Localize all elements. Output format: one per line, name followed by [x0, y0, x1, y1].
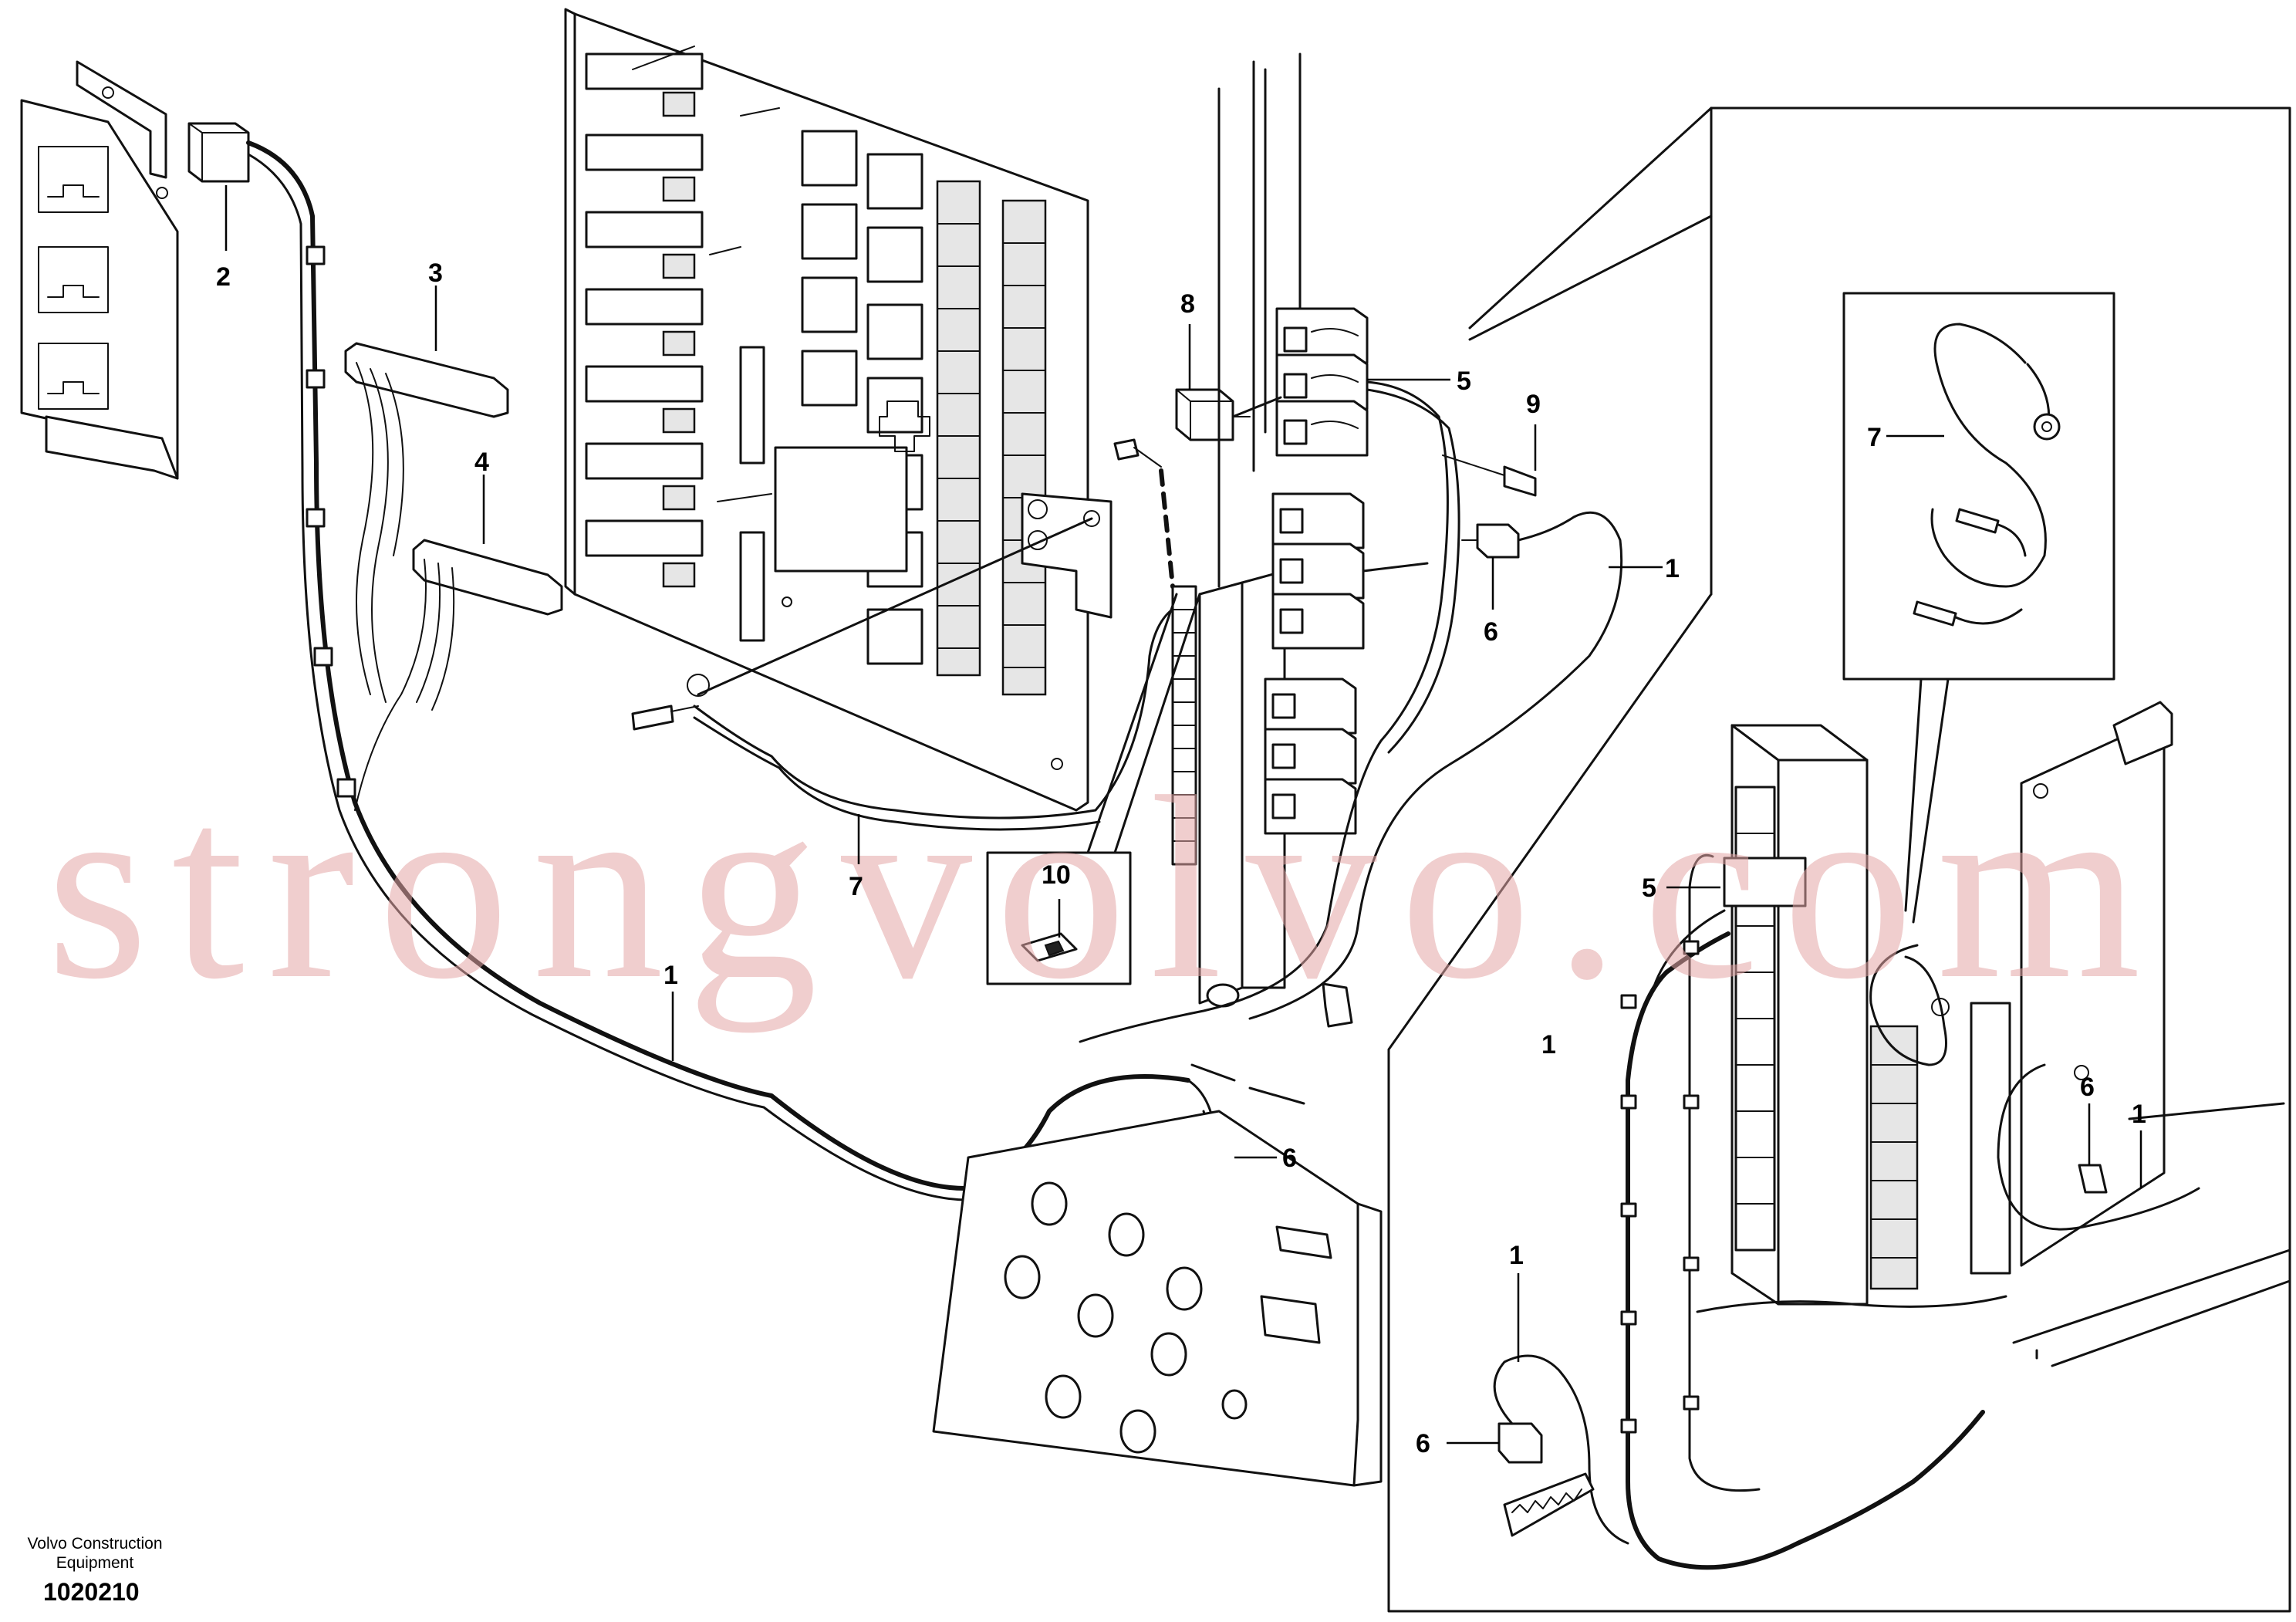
board-fuse-rows — [936, 180, 1047, 696]
ribbon-connector-3 — [344, 342, 509, 703]
fuse-holder-block-middle — [1271, 492, 1365, 650]
inset-harness — [1620, 854, 2285, 1570]
callout-5-upper: 5 — [1457, 367, 1471, 396]
callout-numbers: 2 3 4 8 5 9 1 6 7 10 1 6 7 5 1 6 1 1 6 — [216, 259, 2146, 1458]
callout-5-inset: 5 — [1642, 874, 1656, 903]
callout-7-inset: 7 — [1867, 423, 1882, 452]
callout-leaders — [225, 185, 2142, 1445]
connector-6-upper — [1248, 511, 1623, 1020]
callout-8: 8 — [1180, 289, 1195, 319]
callout-4: 4 — [474, 448, 489, 477]
callout-6-upper: 6 — [1484, 617, 1498, 647]
callout-2: 2 — [216, 262, 231, 292]
ground-bracket — [1021, 492, 1113, 619]
ribbon-connector-4 — [354, 539, 563, 811]
figure-number: 1020210 — [43, 1578, 140, 1606]
screw-9 — [1442, 454, 1537, 497]
inset-connector-6-left — [1493, 1354, 1629, 1545]
circuit-board — [564, 8, 1089, 812]
callout-1-inset-right: 1 — [2132, 1100, 2146, 1129]
callout-1-upper: 1 — [1665, 554, 1680, 583]
inset-board — [1869, 701, 2173, 1290]
callout-7-main: 7 — [849, 872, 863, 901]
detail-inset-large — [1387, 106, 2291, 1613]
publisher-line-2: Equipment — [56, 1554, 134, 1572]
callout-1-inset-left: 1 — [1509, 1241, 1524, 1270]
publisher-caption: Volvo Construction Equipment — [14, 1534, 176, 1573]
clip — [1322, 982, 1353, 1028]
inset-connector-6-right — [1997, 1063, 2200, 1231]
connector-2 — [187, 122, 250, 183]
watermark: strongvolvo.com — [46, 742, 2164, 1033]
board-relays-left — [585, 52, 704, 588]
callout-3: 3 — [428, 259, 443, 288]
callout-6-main: 6 — [1282, 1144, 1297, 1173]
inset-fuse-column — [1723, 724, 1869, 1306]
publisher-line-1: Volvo Construction — [27, 1535, 163, 1553]
callout-1-main: 1 — [663, 961, 678, 990]
fuse-holder-wires — [1079, 380, 1460, 1043]
mounting-bracket — [20, 60, 179, 480]
callout-1-inset-top: 1 — [1541, 1030, 1556, 1059]
rail-terminal-strip — [1171, 585, 1197, 866]
callout-9: 9 — [1526, 390, 1541, 419]
callout-6-inset-right: 6 — [2080, 1073, 2095, 1102]
callout-10: 10 — [1042, 860, 1071, 890]
instrument-panel — [932, 1063, 1383, 1487]
screw-small — [1113, 438, 1175, 589]
fuse-holder-block-bottom — [1264, 678, 1357, 835]
callout-6-inset-left: 6 — [1416, 1429, 1430, 1458]
detail-inset-ground-cable — [1842, 292, 2115, 924]
ground-cable-7 — [631, 517, 1190, 831]
fuse-holder-block-top — [1275, 307, 1369, 457]
